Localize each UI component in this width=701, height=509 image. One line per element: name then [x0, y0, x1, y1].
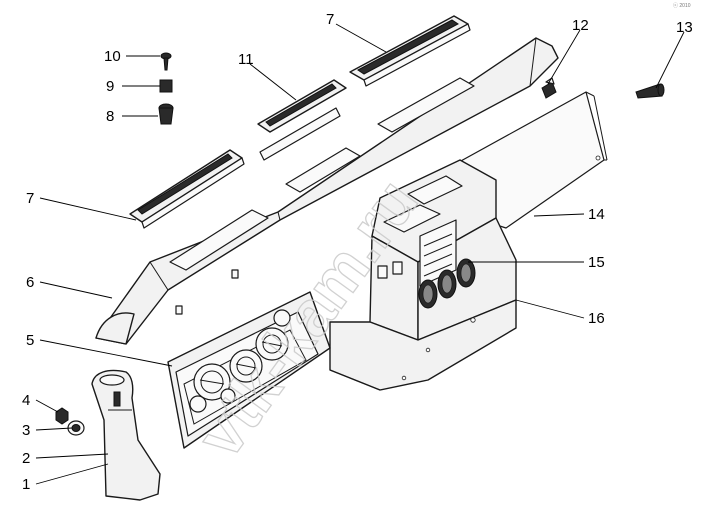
dashboard-panel-part-6 [95, 37, 559, 345]
callout-3: 3 [22, 422, 30, 439]
fastener-part-9 [159, 79, 173, 93]
callout-16: 16 [588, 310, 605, 327]
callout-10: 10 [104, 48, 121, 65]
corner-tag: ⓒ 2010 [673, 2, 691, 9]
callout-1: 1 [22, 476, 30, 493]
column-shroud-part-1-2 [91, 369, 161, 501]
vent-grille-part-7-top [349, 15, 471, 87]
callout-12: 12 [572, 17, 589, 34]
callout-15: 15 [588, 254, 605, 271]
fastener-part-10 [160, 52, 172, 71]
vent-grille-part-7-left [129, 149, 245, 229]
callout-11: 11 [238, 51, 254, 68]
callout-6: 6 [26, 274, 34, 291]
screw-part-13 [635, 83, 665, 99]
callout-7-left: 7 [26, 190, 34, 207]
clip-part-12 [541, 77, 557, 99]
nut-part-4 [55, 407, 69, 425]
callout-7-top: 7 [326, 11, 334, 28]
callout-13: 13 [676, 19, 693, 36]
callout-9: 9 [106, 78, 114, 95]
fastener-part-8 [158, 103, 174, 125]
console-vents [418, 258, 476, 309]
ring-part-3 [67, 420, 85, 436]
vent-grille-part-11 [257, 79, 347, 161]
callout-8: 8 [106, 108, 114, 125]
callout-5: 5 [26, 332, 34, 349]
instrument-cluster-part-5 [167, 291, 331, 449]
callout-4: 4 [22, 392, 30, 409]
center-console-part-16 [329, 159, 517, 391]
callouts: 1 2 3 4 5 6 7 7 8 9 10 11 12 13 14 15 16 [22, 11, 693, 493]
callout-2: 2 [22, 450, 30, 467]
callout-14: 14 [588, 206, 605, 223]
